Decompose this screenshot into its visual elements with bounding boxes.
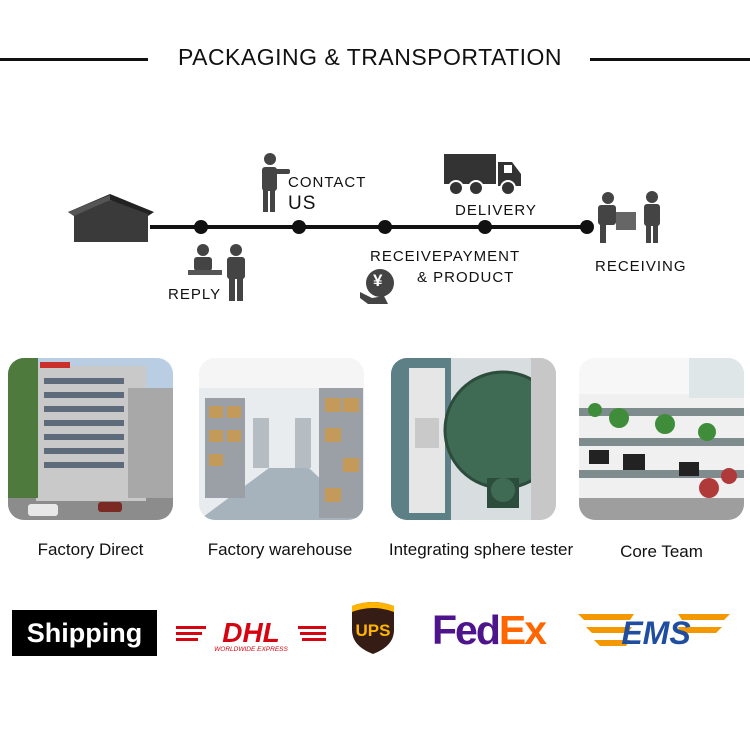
ems-wordmark: EMS: [621, 615, 691, 651]
fedex-ex: Ex: [498, 607, 547, 653]
timeline-dot-payment: [378, 220, 392, 234]
page-title: PACKAGING & TRANSPORTATION: [177, 44, 563, 70]
timeline-dot-reply: [194, 220, 208, 234]
dhl-wordmark: DHL: [222, 617, 280, 648]
payment-hand-icon: [360, 269, 394, 304]
caption-core-team: Core Team: [620, 542, 703, 561]
photo-factory-warehouse: [199, 358, 364, 520]
ups-logo: UPS: [352, 602, 394, 654]
ups-wordmark: UPS: [356, 621, 391, 640]
contact-person-icon: [262, 153, 290, 212]
payment-symbol: ¥: [373, 271, 383, 290]
dhl-logo: DHL WORLDWIDE EXPRESS: [176, 617, 326, 653]
ems-logo: EMS: [578, 614, 730, 651]
step-contact-us: CONTACT US: [288, 174, 367, 214]
reply-people-icon: [188, 244, 245, 301]
step-receiving: RECEIVING: [595, 258, 687, 275]
header-rule-right: [590, 58, 750, 61]
delivery-truck-icon: [444, 154, 521, 196]
timeline-dot-receiving: [580, 220, 594, 234]
receiving-people-icon: [598, 191, 660, 243]
photo-factory-direct: [8, 358, 173, 520]
caption-factory-direct: Factory Direct: [37, 540, 144, 559]
step-delivery: DELIVERY: [455, 202, 537, 219]
step-reply: REPLY: [168, 286, 222, 303]
fedex-fed: Fed: [432, 607, 501, 653]
house-icon: [68, 194, 154, 242]
shipping-label: Shipping: [12, 610, 157, 656]
step-receive-payment: RECEIVEPAYMENT & PRODUCT: [370, 248, 521, 286]
caption-integrating-sphere: Integrating sphere tester: [388, 540, 574, 559]
process-timeline: [150, 225, 588, 229]
fedex-logo: FedEx: [432, 606, 547, 654]
timeline-dot-contact: [292, 220, 306, 234]
timeline-dot-delivery: [478, 220, 492, 234]
caption-factory-warehouse: Factory warehouse: [207, 540, 353, 559]
header-rule-left: [0, 58, 148, 61]
dhl-tagline: WORLDWIDE EXPRESS: [214, 646, 288, 653]
photo-core-team: [579, 358, 744, 520]
photo-integrating-sphere: [391, 358, 556, 520]
